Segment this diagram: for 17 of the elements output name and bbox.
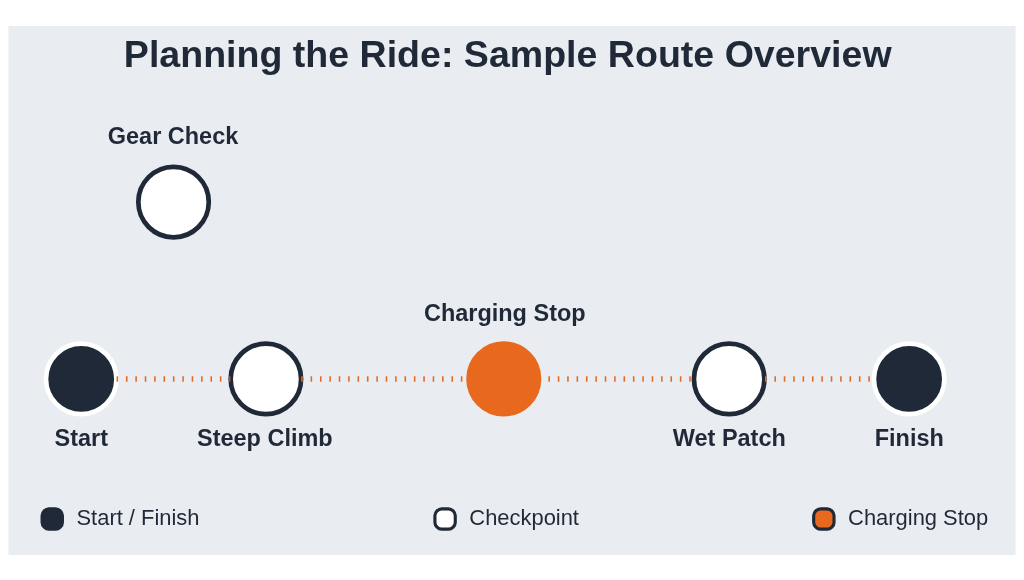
- node-label: Steep Climb: [197, 424, 333, 451]
- node-circle: [43, 340, 119, 416]
- node-label: Wet Patch: [672, 424, 786, 451]
- legend-label: Checkpoint: [469, 504, 579, 530]
- node-circle: [228, 340, 304, 416]
- diagram-title: Planning the Ride: Sample Route Overview: [123, 32, 892, 75]
- node-circle: [136, 164, 212, 240]
- node-label: Gear Check: [107, 122, 239, 149]
- node-label: Start: [54, 424, 109, 451]
- legend-label: Charging Stop: [848, 504, 989, 530]
- node-label: Finish: [874, 424, 944, 451]
- node-circle: [691, 340, 767, 416]
- legend-label: Start / Finish: [76, 504, 200, 530]
- node-circle: [466, 340, 542, 416]
- node-label: Charging Stop: [423, 299, 586, 326]
- node-circle: [871, 340, 947, 416]
- connector: [116, 375, 231, 382]
